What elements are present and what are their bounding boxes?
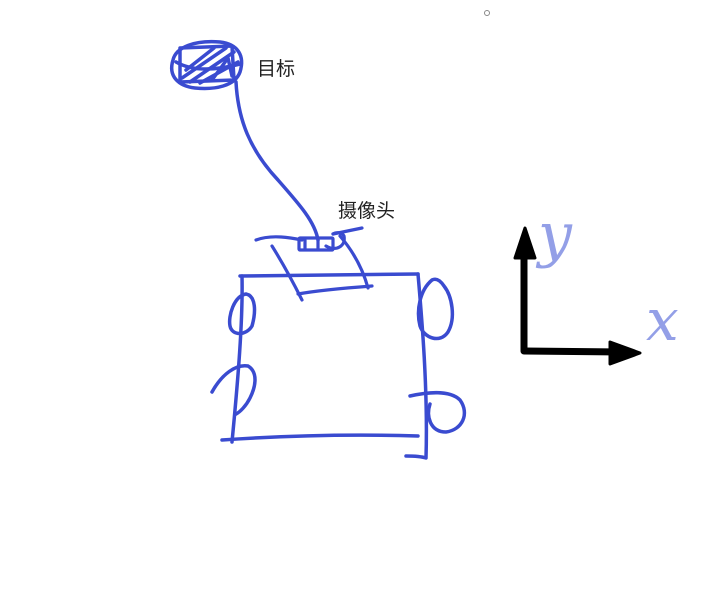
wheel-rear-right [408, 391, 467, 434]
camera-mount [254, 234, 374, 302]
stray-dot [484, 10, 490, 16]
vehicle-body [220, 272, 429, 460]
x-axis-arrowhead [608, 340, 642, 366]
target-camera-line [234, 80, 320, 242]
camera-label: 摄像头 [338, 200, 396, 222]
x-axis-label: x [646, 286, 679, 354]
camera-icon [297, 226, 364, 252]
wheel-front-left [227, 292, 257, 336]
wheel-rear-left [210, 364, 257, 416]
target-marker [170, 39, 244, 91]
x-axis-line [520, 347, 626, 356]
coordinate-axes [513, 226, 642, 366]
target-label: 目标 [257, 58, 296, 80]
y-axis-arrowhead [513, 226, 537, 260]
wheel-front-right [416, 277, 455, 341]
y-axis-label: y [538, 200, 572, 270]
